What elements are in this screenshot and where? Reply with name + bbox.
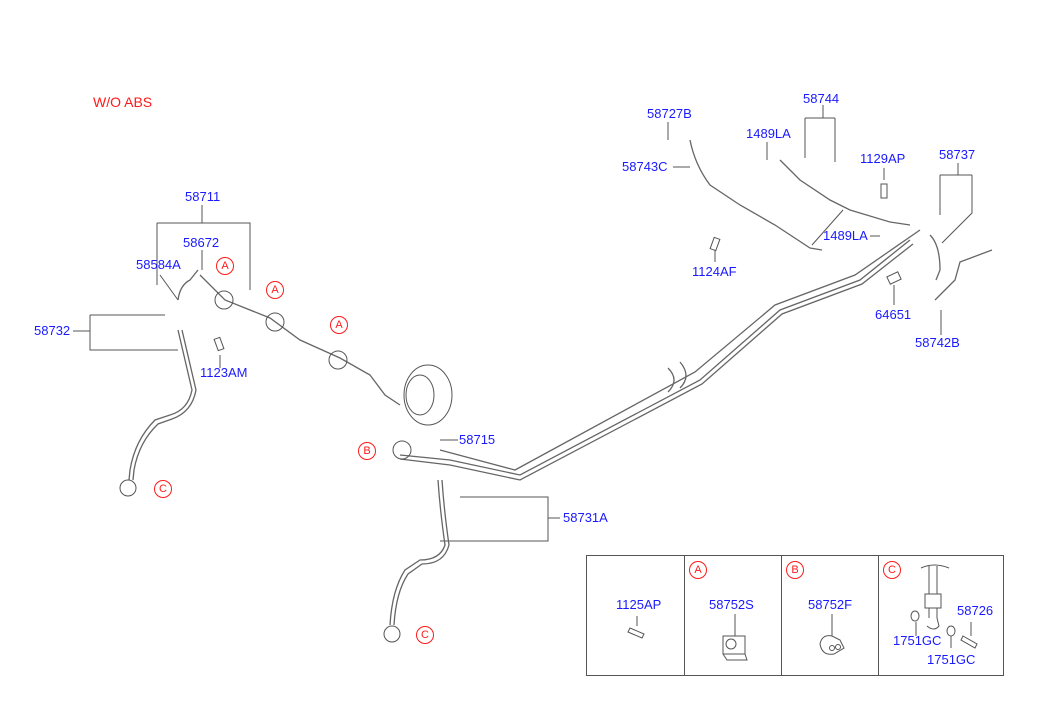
- part-label-58731A: 58731A: [563, 510, 608, 525]
- part-label-58672: 58672: [183, 235, 220, 250]
- ref-marker-c: C: [883, 561, 901, 579]
- part-label-58711: 58711: [185, 189, 221, 204]
- part-label-1123AM: 1123AM: [200, 365, 248, 380]
- part-label-58742B: 58742B: [915, 335, 960, 350]
- clip-icon: [722, 614, 748, 661]
- leader-58731A: [440, 496, 560, 542]
- part-label-58752S: 58752S: [709, 597, 754, 612]
- legend-cell-bolt: 1125AP: [587, 556, 685, 675]
- legend-table: 1125AP A 58752S B 58752F C 58726 1751GC …: [586, 555, 1004, 676]
- part-label-58727B: 58727B: [647, 106, 692, 121]
- ref-marker-a: A: [266, 281, 284, 299]
- part-label-1129AP: 1129AP: [860, 151, 906, 166]
- part-label-1124AF: 1124AF: [692, 264, 737, 279]
- part-label-1125AP: 1125AP: [616, 597, 662, 612]
- part-label-58752F: 58752F: [808, 597, 853, 612]
- part-label-1751GC: 1751GC: [893, 633, 942, 648]
- ref-marker-a: A: [689, 561, 707, 579]
- leader-58584A: [159, 274, 179, 301]
- ref-marker-b: B: [358, 442, 376, 460]
- legend-cell-a: A 58752S: [685, 556, 782, 675]
- ref-marker-c: C: [416, 626, 434, 644]
- hose-fitting-icon: [910, 564, 978, 649]
- leader-58711: [157, 205, 251, 290]
- bolt-icon: [627, 616, 645, 639]
- part-label-58715: 58715: [459, 432, 496, 447]
- leader-58732: [73, 314, 178, 351]
- part-label-58744: 58744: [803, 91, 840, 106]
- ref-marker-a: A: [330, 316, 348, 334]
- ref-marker-c: C: [154, 480, 172, 498]
- clamp-icon: [819, 614, 845, 655]
- diagram-title: W/O ABS: [93, 94, 153, 110]
- ref-marker-a: A: [216, 257, 234, 275]
- part-label-58737: 58737: [939, 147, 976, 162]
- legend-cell-c: C 58726 1751GC 1751GC: [879, 556, 1003, 675]
- part-label-1751GC-2: 1751GC: [927, 652, 976, 667]
- part-label-58584A: 58584A: [136, 257, 181, 272]
- leader-58744: [804, 105, 836, 162]
- ref-marker-b: B: [786, 561, 804, 579]
- part-label-64651: 64651: [875, 307, 912, 322]
- leader-58737: [939, 163, 973, 244]
- part-label-58732: 58732: [34, 323, 71, 338]
- part-label-58726: 58726: [957, 603, 994, 618]
- legend-cell-b: B 58752F: [782, 556, 879, 675]
- part-label-58743C: 58743C: [622, 159, 668, 174]
- part-label-1489LA: 1489LA: [746, 126, 791, 141]
- part-label-1489LA-2: 1489LA: [823, 228, 868, 243]
